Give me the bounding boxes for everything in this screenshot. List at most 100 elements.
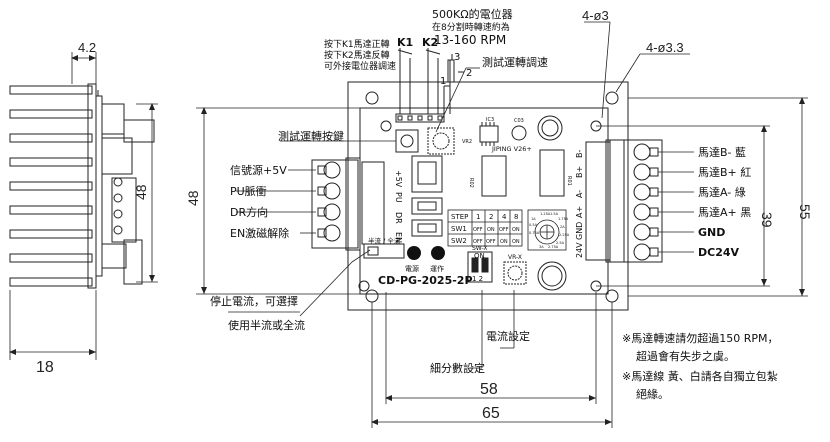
svg-text:2.25A: 2.25A [559,233,570,237]
right-callout-lines [658,151,694,253]
left-pin-labels: +5V PU DR EN [394,170,403,243]
switch-note-3: 可外接電位器調速 [324,60,396,72]
current-dial [527,209,567,251]
dim-side-top: 4.2 [78,40,96,55]
side-dimensions [9,52,158,360]
vr2-label: VR2 [462,139,472,145]
output-b-plus-label: 馬達B+ 紅 [698,166,751,179]
dip-on-label: ON [474,252,485,260]
svg-text:OFF: OFF [499,227,509,233]
pot-line-2: 在8分割時轉速約為 [432,21,510,33]
svg-text:ON: ON [500,239,508,245]
side-view-heatsink [9,83,155,289]
output-a-minus-label: 馬達A- 綠 [698,186,746,199]
r01-label: R01 [566,176,572,186]
pin-dr: DR [394,212,403,224]
svg-text:2.5A: 2.5A [556,241,565,245]
left-callout-lines [236,67,480,317]
output-24v-label: DC24V [698,246,740,259]
model-label: CD-PG-2025-2P [378,274,473,287]
run-led-icon [431,246,445,260]
switch-wiring [397,48,464,114]
stop-current-callout: 停止電流，可選擇 [210,294,298,308]
dim-board-outer-width: 65 [482,405,500,422]
svg-text:1A: 1A [531,217,536,221]
note-line-3: ※馬達線 黃、白請各自獨立包紮 [622,369,778,383]
svg-text:OFF: OFF [473,227,483,233]
header-pins [395,113,455,155]
hole-small-label: 4-ø3 [582,8,609,23]
k2-label: K2 [422,36,438,49]
pin-5v: +5V [394,170,403,188]
jiping-label: JIPING V26+ [491,145,532,153]
svg-text:STEP: STEP [451,213,468,221]
input-dr-label: DR方向 [230,205,268,219]
microstep-callout: 細分數設定 [430,361,485,375]
c03-label: C03 [514,118,524,124]
half-full-callout: 使用半流或全流 [228,318,305,332]
pin-pu: PU [394,192,403,203]
svg-text:4: 4 [502,213,507,221]
dim-board-inner-height: 39 [759,212,775,228]
svg-text:ON: ON [487,227,495,233]
dip-12-label: 1 2 [472,275,483,283]
dim-board-inner-width: 58 [480,381,498,398]
run-led-label: 運作 [430,264,444,273]
board-dimension-lines [196,97,808,428]
note-line-1: ※馬達轉速請勿超過150 RPM， [622,331,778,345]
right-pin-labels: B- B+ A- A+ GND 24V [575,150,584,258]
svg-text:2A: 2A [560,225,565,229]
pin-a-minus: A- [575,190,584,198]
note-line-4: 絕緣。 [636,388,669,401]
note-line-2: 超過會有失步之虞。 [636,349,735,363]
svg-text:2.75A: 2.75A [548,245,559,249]
svg-text:1.25A: 1.25A [540,212,551,216]
svg-text:SW1: SW1 [451,225,467,233]
bottom-components [363,243,527,285]
r02-label: R02 [468,178,474,188]
pin-24v: 24V [575,242,584,258]
dim-board-outer-height: 55 [797,204,813,220]
output-b-minus-label: 馬達B- 藍 [698,146,746,159]
svg-text:OFF: OFF [486,239,496,245]
dim-side-height: 48 [133,184,149,200]
input-en-label: EN激磁解除 [230,226,289,240]
swx-label: SW-X [472,245,487,252]
test-speed-callout: 測試運轉調速 [482,55,548,69]
output-a-plus-label: 馬達A+ 黑 [698,206,751,219]
dim-board-height: 48 [185,190,201,206]
svg-text:0.75A: 0.75A [529,231,540,235]
input-5v-label: 信號源+5V [230,163,287,177]
pot-line-3: 13-160 RPM [434,33,506,47]
vrx-label: VR-X [508,254,522,261]
test-button-callout: 測試運轉按鍵 [278,129,344,143]
half-full-sel-label: 半流 / 全流 [368,236,401,245]
k1-label: K1 [397,36,413,49]
svg-text:OFF: OFF [473,239,483,245]
right-terminal-block [585,139,663,263]
pin-b-minus: B- [575,150,584,158]
svg-text:ON: ON [512,239,520,245]
pin-b-plus: B+ [575,166,584,178]
svg-text:0.5A: 0.5A [529,223,538,227]
current-set-callout: 電流設定 [486,329,530,343]
pin-a-plus: A+ [575,206,584,218]
optocouplers [411,155,443,237]
svg-text:1.5A: 1.5A [550,212,559,216]
pot-pin1: 1 [440,76,446,87]
hole-callout-lines [584,21,690,119]
svg-text:SW2: SW2 [451,237,467,245]
ic-area [479,115,567,291]
svg-text:8: 8 [514,213,518,221]
heatsink-fins [9,85,93,287]
ic3-label: IC3 [486,117,494,123]
step-table-text: STEP 1 2 4 8 SW1 OFF ON OFF ON SW2 OFF O… [451,213,520,245]
dim-side-width: 18 [36,359,54,376]
pot-pin3: 3 [454,52,460,63]
switch-note-2: 按下K2馬達反轉 [324,49,390,61]
pot-pin2: 2 [466,68,472,79]
pin-gnd: GND [575,222,584,240]
pot-line-1: 500KΩ的電位器 [432,7,513,21]
dial-labels: 1.25A 1.5A 1.75A 2A 2.25A 2.5A 2.75A 3A … [529,212,570,249]
